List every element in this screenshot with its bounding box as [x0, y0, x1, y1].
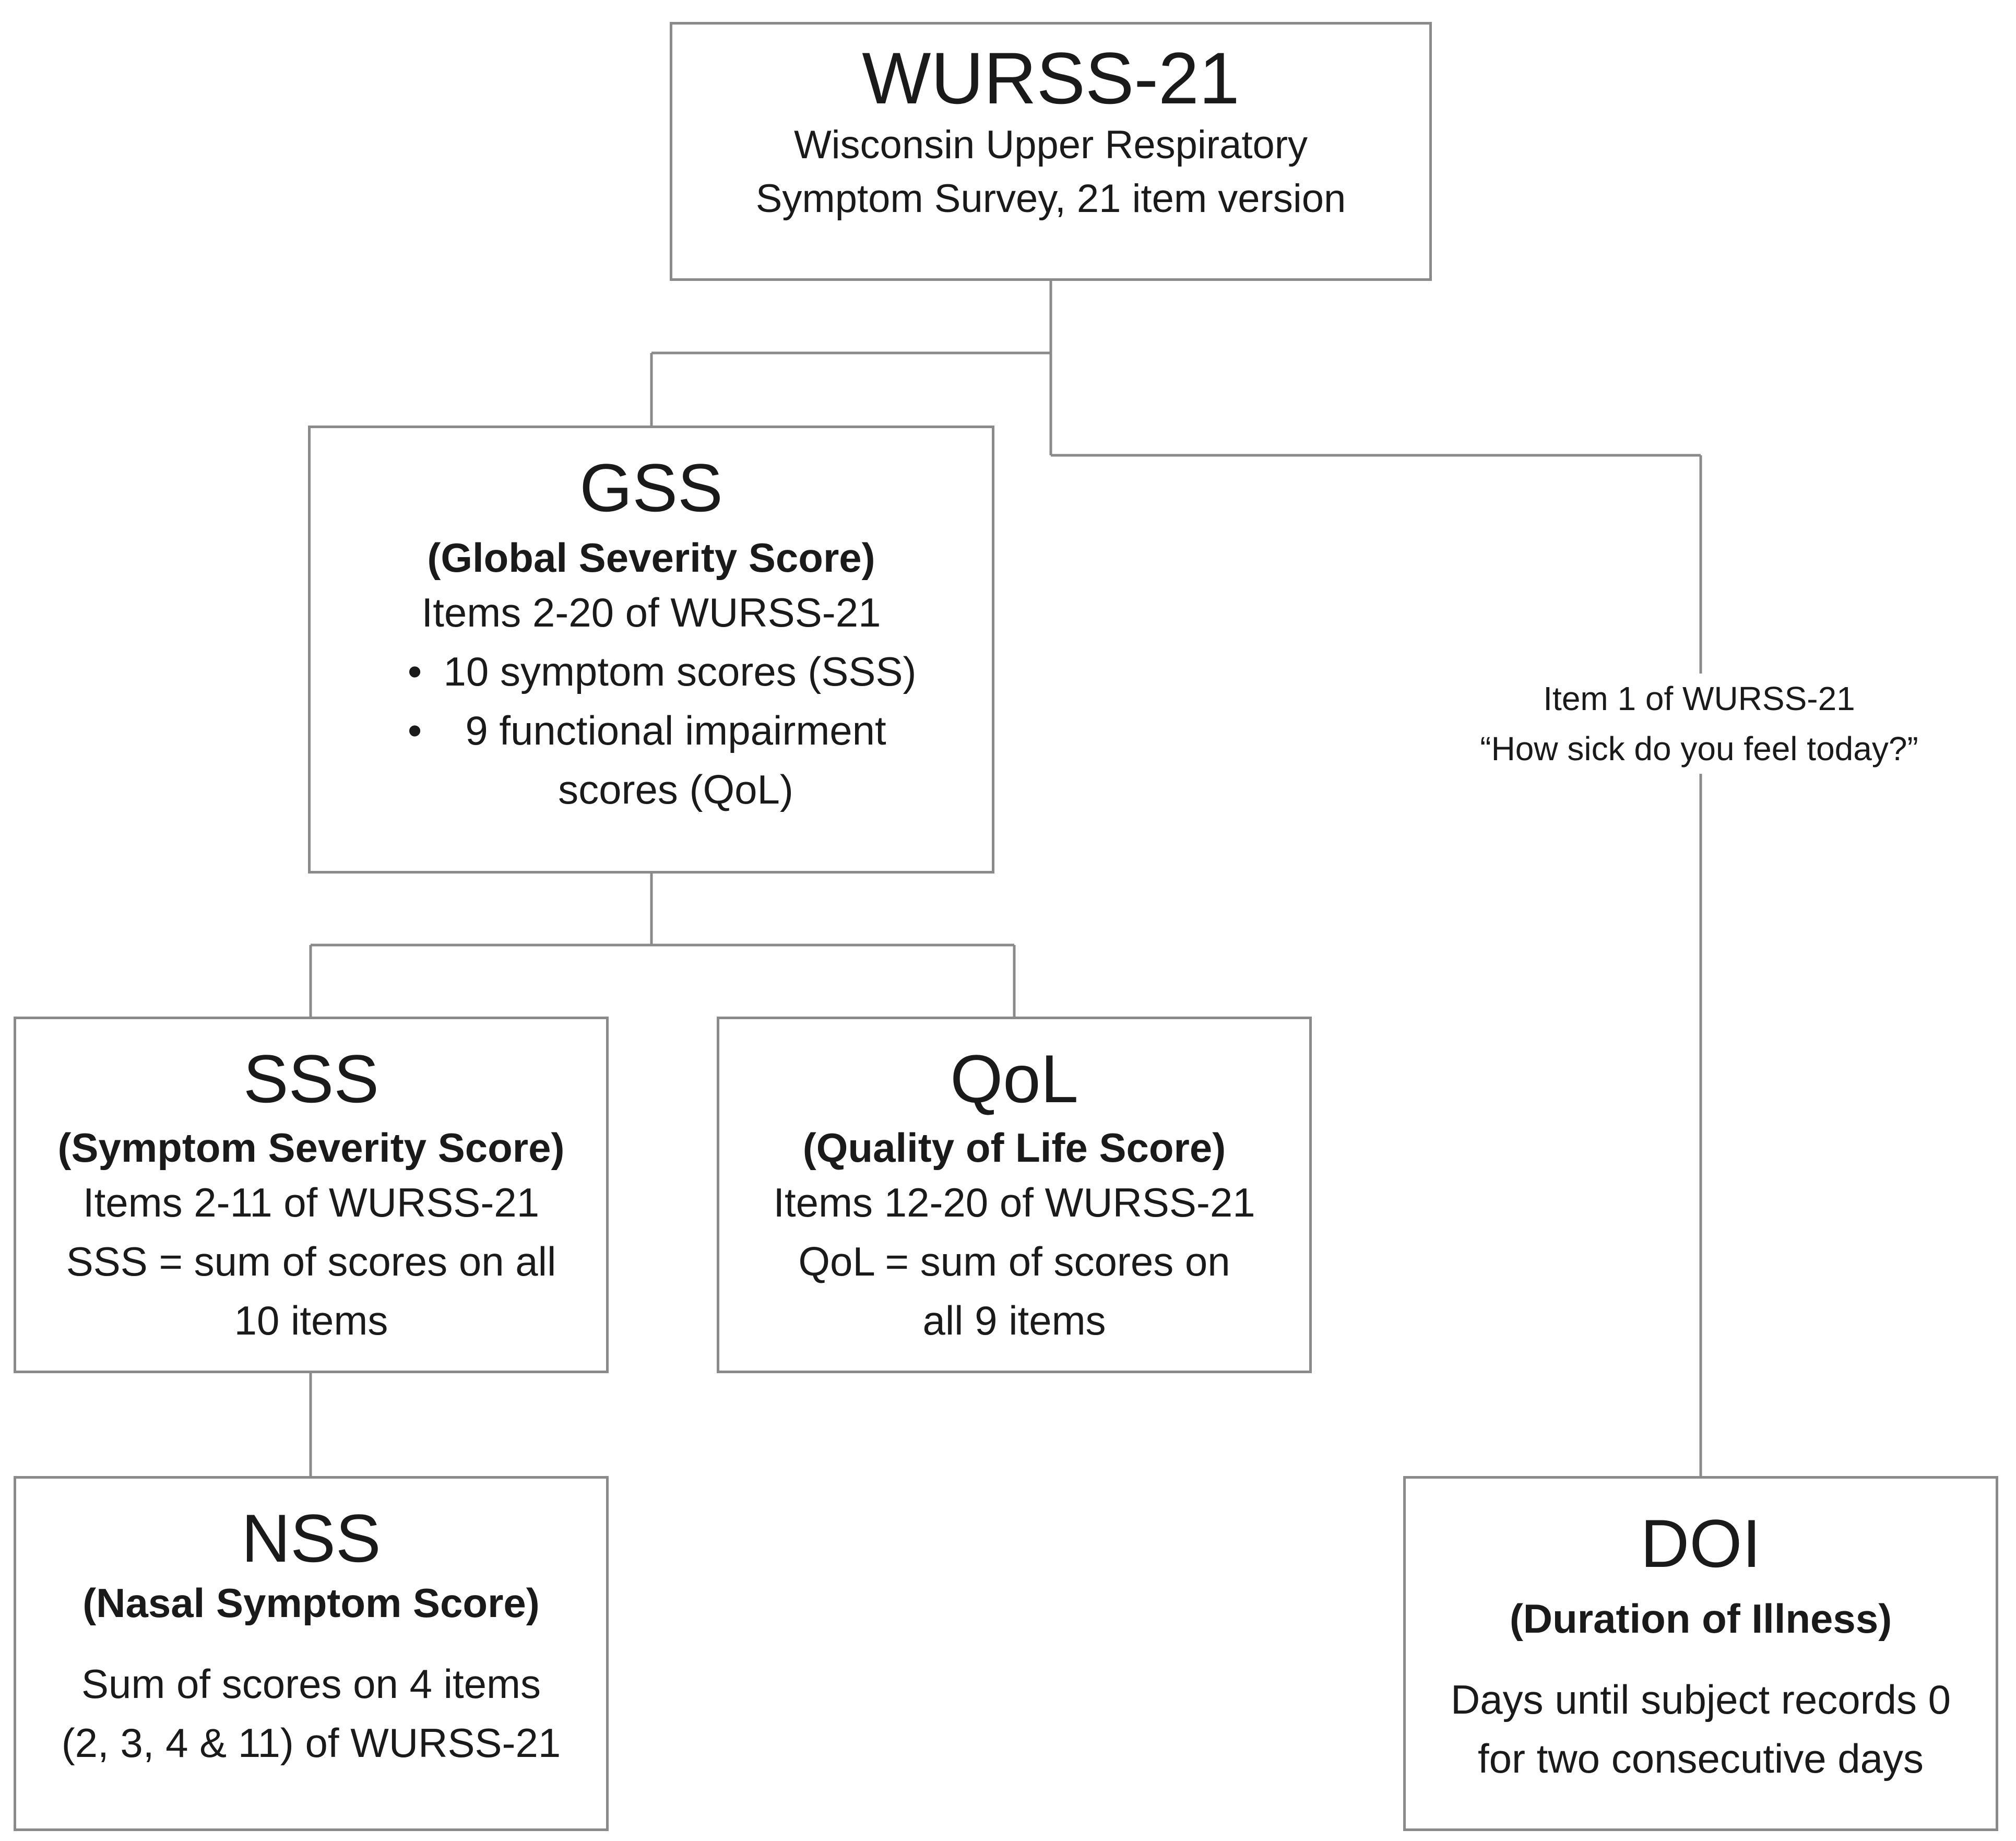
node-description-line: Items 2-20 of WURSS-21: [421, 589, 881, 635]
node-subtitle: (Quality of Life Score): [802, 1124, 1226, 1171]
node-description-line: Symptom Survey, 21 item version: [755, 176, 1346, 221]
node-description-line: Items 12-20 of WURSS-21: [773, 1179, 1255, 1225]
node-description-line: QoL = sum of scores on: [798, 1238, 1230, 1285]
node-description-line: all 9 items: [922, 1297, 1106, 1344]
node-title: DOI: [1640, 1505, 1761, 1582]
bullet-text: 9 functional impairment scores (QoL): [465, 707, 886, 813]
node-subtitle: (Global Severity Score): [427, 534, 875, 581]
node-description-line: Sum of scores on 4 items: [81, 1661, 541, 1707]
bullet-text: 10 symptom scores (SSS): [443, 648, 917, 695]
bullet-item: • 9 functional impairment scores (QoL): [386, 701, 908, 819]
node-title: GSS: [579, 450, 723, 526]
node-gss: GSS (Global Severity Score) Items 2-20 o…: [308, 426, 994, 874]
node-wurss21: WURSS-21 Wisconsin Upper Respiratory Sym…: [670, 22, 1432, 281]
bullet-icon: •: [407, 648, 422, 695]
node-description-line: 10 items: [234, 1297, 388, 1344]
node-sss: SSS (Symptom Severity Score) Items 2-11 …: [14, 1017, 609, 1373]
node-title: SSS: [243, 1041, 380, 1117]
node-nss: NSS (Nasal Symptom Score) Sum of scores …: [14, 1476, 609, 1831]
node-bullet-list: • 10 symptom scores (SSS) • 9 functional…: [386, 642, 917, 819]
edge-label-line-1: Item 1 of WURSS-21: [1543, 680, 1855, 717]
bullet-icon: •: [407, 707, 422, 754]
node-description-line: (2, 3, 4 & 11) of WURSS-21: [61, 1720, 561, 1766]
node-title: QoL: [950, 1041, 1078, 1117]
node-description-line: SSS = sum of scores on all: [66, 1238, 556, 1285]
node-qol: QoL (Quality of Life Score) Items 12-20 …: [717, 1017, 1312, 1373]
node-subtitle: (Duration of Illness): [1509, 1595, 1892, 1642]
node-title: NSS: [241, 1500, 381, 1576]
node-doi: DOI (Duration of Illness) Days until sub…: [1403, 1476, 1998, 1831]
node-description-line: Days until subject records 0: [1450, 1677, 1951, 1722]
node-description-line: for two consecutive days: [1477, 1736, 1924, 1782]
bullet-item: • 10 symptom scores (SSS): [386, 642, 917, 701]
node-description-line: Wisconsin Upper Respiratory: [793, 123, 1308, 167]
node-subtitle: (Nasal Symptom Score): [82, 1579, 540, 1626]
edge-label-item1: Item 1 of WURSS-21 “How sick do you feel…: [1433, 674, 1965, 774]
node-subtitle: (Symptom Severity Score): [57, 1124, 565, 1171]
node-description-line: Items 2-11 of WURSS-21: [82, 1179, 540, 1225]
edge-label-line-2: “How sick do you feel today?”: [1480, 730, 1918, 768]
node-title: WURSS-21: [862, 37, 1240, 119]
